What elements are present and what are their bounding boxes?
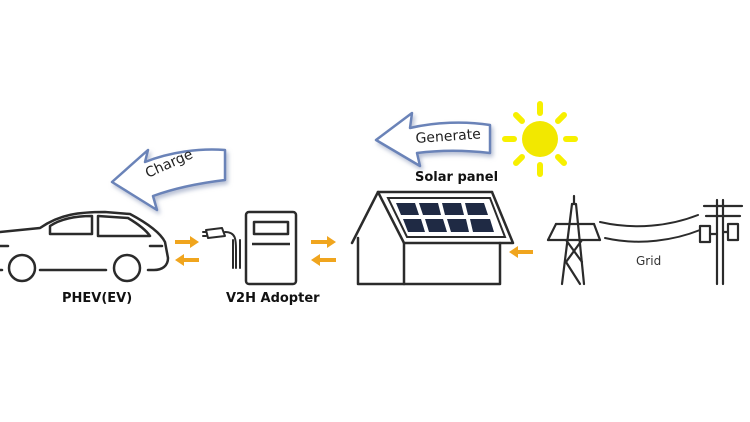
car-label: PHEV(EV): [62, 291, 133, 306]
power-lines: [599, 214, 701, 243]
car-icon: [0, 210, 170, 283]
v2h-adapter-station: [244, 210, 298, 286]
solar-panel-icon: [386, 197, 507, 238]
grid-house-arrow: [509, 246, 533, 258]
house-icon: [350, 190, 515, 286]
car-adapter-arrows: [175, 236, 199, 266]
transmission-tower-icon: [546, 194, 602, 286]
utility-pole-icon: [698, 198, 744, 286]
charge-ribbon-arrow: [110, 148, 227, 212]
adapter-label: V2H Adopter: [226, 291, 320, 306]
sun-icon: [502, 101, 578, 177]
adapter-house-arrows: [311, 236, 336, 266]
solar-label: Solar panel: [415, 170, 499, 185]
generate-ribbon-arrow: [374, 111, 492, 168]
grid-label: Grid: [636, 254, 662, 268]
charging-plug-icon: [202, 227, 241, 269]
